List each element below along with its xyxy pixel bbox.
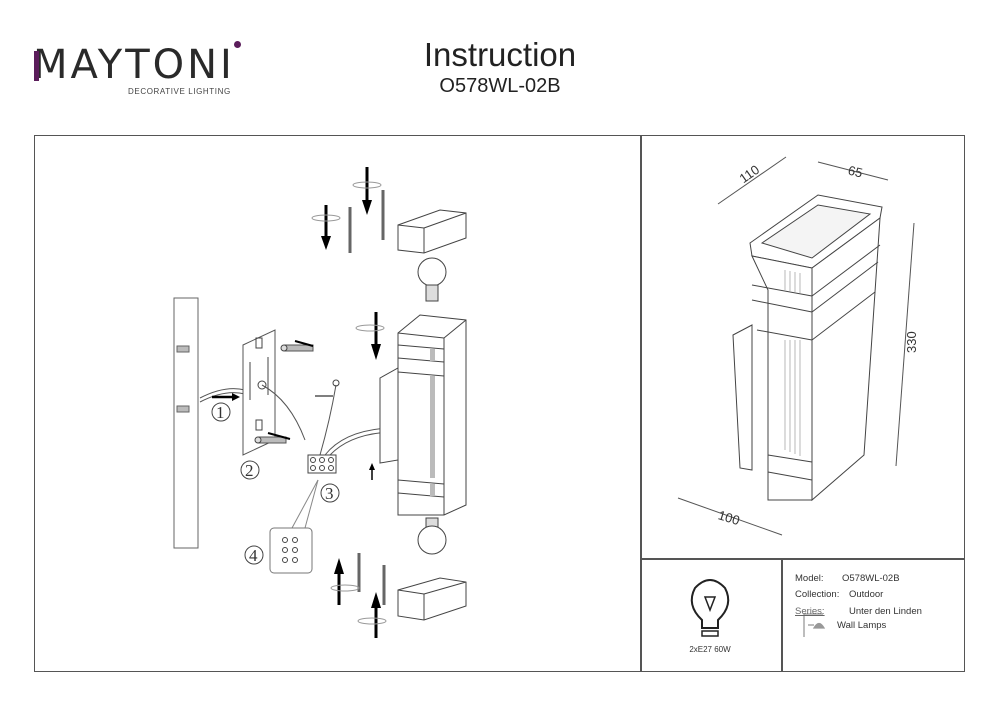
bulb-spec: 2xE27 60W (689, 645, 731, 654)
mains-cable (199, 388, 246, 399)
step-marker-4 (244, 545, 264, 565)
light-bulb-icon (690, 579, 730, 637)
step-label-2: 2 (245, 461, 254, 480)
arrow-down-icon (362, 167, 372, 215)
dimension-height: 330 (904, 331, 919, 353)
arrow-up-icon (371, 592, 381, 638)
bottom-cap (397, 577, 467, 621)
wall-lamp-icon (803, 613, 826, 637)
wall-screw-top (280, 340, 314, 352)
maytoni-logo: MAYTONI DECORATIVE LIGHTING (33, 40, 243, 100)
divider (781, 558, 783, 672)
lamp-body (379, 314, 467, 516)
dimension-width: 65 (847, 163, 865, 181)
wiring-detail (269, 527, 313, 574)
light-bulb-top (417, 257, 447, 302)
divider (640, 135, 642, 672)
wall (173, 297, 199, 549)
logo-accent-bar (34, 51, 39, 81)
step-label-4: 4 (249, 546, 258, 565)
step-marker-3 (320, 483, 340, 503)
model-value: O578WL-02B (842, 573, 900, 584)
collection-value: Outdoor (849, 589, 884, 600)
instruction-frame (34, 135, 965, 672)
logo-accent-dot (234, 41, 241, 48)
divider (640, 558, 965, 560)
series-label: Series: (795, 606, 825, 617)
dimension-projection: 100 (716, 507, 741, 528)
step-marker-1 (211, 402, 231, 422)
wall-screw-bottom (254, 432, 291, 444)
series-value: Unter den Linden (849, 606, 922, 617)
terminal-block (307, 454, 337, 474)
top-cap (397, 209, 467, 254)
arrow-up-icon (369, 463, 375, 480)
arrow-icon (212, 393, 240, 401)
light-bulb-bottom (417, 517, 447, 555)
dimension-depth: 110 (737, 162, 763, 186)
step-label-1: 1 (216, 403, 225, 422)
wall-anchors (176, 345, 190, 413)
model-label: Model: (795, 573, 824, 584)
logo-tagline: DECORATIVE LIGHTING (128, 87, 231, 96)
arrow-down-icon (371, 312, 381, 360)
type-value: Wall Lamps (837, 620, 887, 631)
step-label-3: 3 (325, 484, 334, 503)
collection-label: Collection: (795, 589, 840, 600)
step-marker-2 (240, 460, 260, 480)
arrow-up-icon (334, 558, 344, 605)
logo-wordmark: MAYTONI (33, 42, 235, 88)
page-title: Instruction (423, 36, 577, 73)
model-code: O578WL-02B (439, 75, 561, 97)
